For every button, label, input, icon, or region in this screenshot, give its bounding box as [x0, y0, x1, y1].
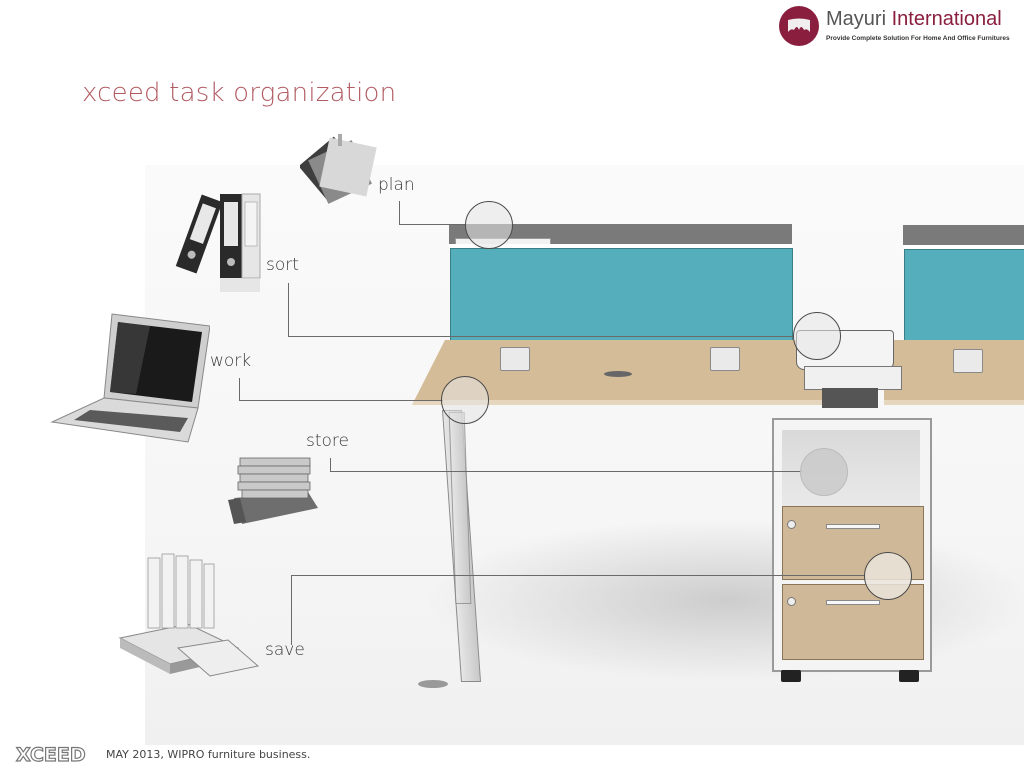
- laptop-icon: [50, 312, 211, 444]
- leader-save-v: [291, 575, 292, 645]
- label-work: work: [210, 351, 252, 371]
- pedestal-foot: [899, 670, 919, 682]
- drawer-handle: [826, 524, 880, 529]
- callout-circle-work: [441, 376, 489, 424]
- floor-shadow: [430, 520, 1024, 680]
- tray-support: [822, 388, 878, 408]
- logo-name: Mayuri International: [826, 8, 1002, 30]
- label-plan: plan: [378, 175, 415, 195]
- label-sort: sort: [266, 255, 299, 275]
- leader-save-h: [291, 575, 865, 576]
- drawer-lock: [787, 597, 796, 606]
- drawer-bottom: [782, 584, 924, 660]
- leader-work-h: [239, 400, 443, 401]
- mayuri-logo-icon: [779, 6, 819, 46]
- screen-white-strip-right: [903, 245, 1024, 249]
- leader-plan-v: [399, 201, 400, 224]
- callout-circle-sort: [793, 312, 841, 360]
- footer-brand-logo: XCEED: [15, 743, 86, 766]
- screen-top-rail-right: [903, 225, 1024, 247]
- leader-store-h: [330, 471, 802, 472]
- footer-text: MAY 2013, WIPRO furniture business.: [106, 748, 311, 761]
- tray-base: [804, 366, 902, 390]
- leader-sort-v: [288, 283, 289, 336]
- sticky-notes-icon: [298, 132, 380, 206]
- screen-bracket: [710, 347, 740, 371]
- binders-icon: [168, 190, 264, 294]
- callout-circle-store: [800, 448, 848, 496]
- screen-white-strip: [449, 244, 792, 248]
- drawer-lock: [787, 520, 796, 529]
- leader-plan-h: [399, 224, 467, 225]
- leader-sort-h: [288, 336, 794, 337]
- screen-bracket: [953, 349, 983, 373]
- label-store: store: [306, 431, 349, 451]
- paper-tray-icon: [228, 450, 320, 528]
- drawer-handle: [826, 600, 880, 605]
- cable-grommet: [604, 371, 632, 377]
- page-title: xceed task organization: [82, 78, 397, 108]
- leg-foot: [418, 680, 448, 688]
- pedestal-foot: [781, 670, 801, 682]
- callout-circle-save: [864, 552, 912, 600]
- screen-bracket: [500, 347, 530, 371]
- leader-store-v: [330, 458, 331, 471]
- logo-tagline: Provide Complete Solution For Home And O…: [826, 35, 1010, 42]
- callout-circle-plan: [465, 201, 513, 249]
- file-box-icon: [118, 548, 263, 688]
- label-save: save: [265, 640, 305, 660]
- leader-work-v: [239, 378, 240, 400]
